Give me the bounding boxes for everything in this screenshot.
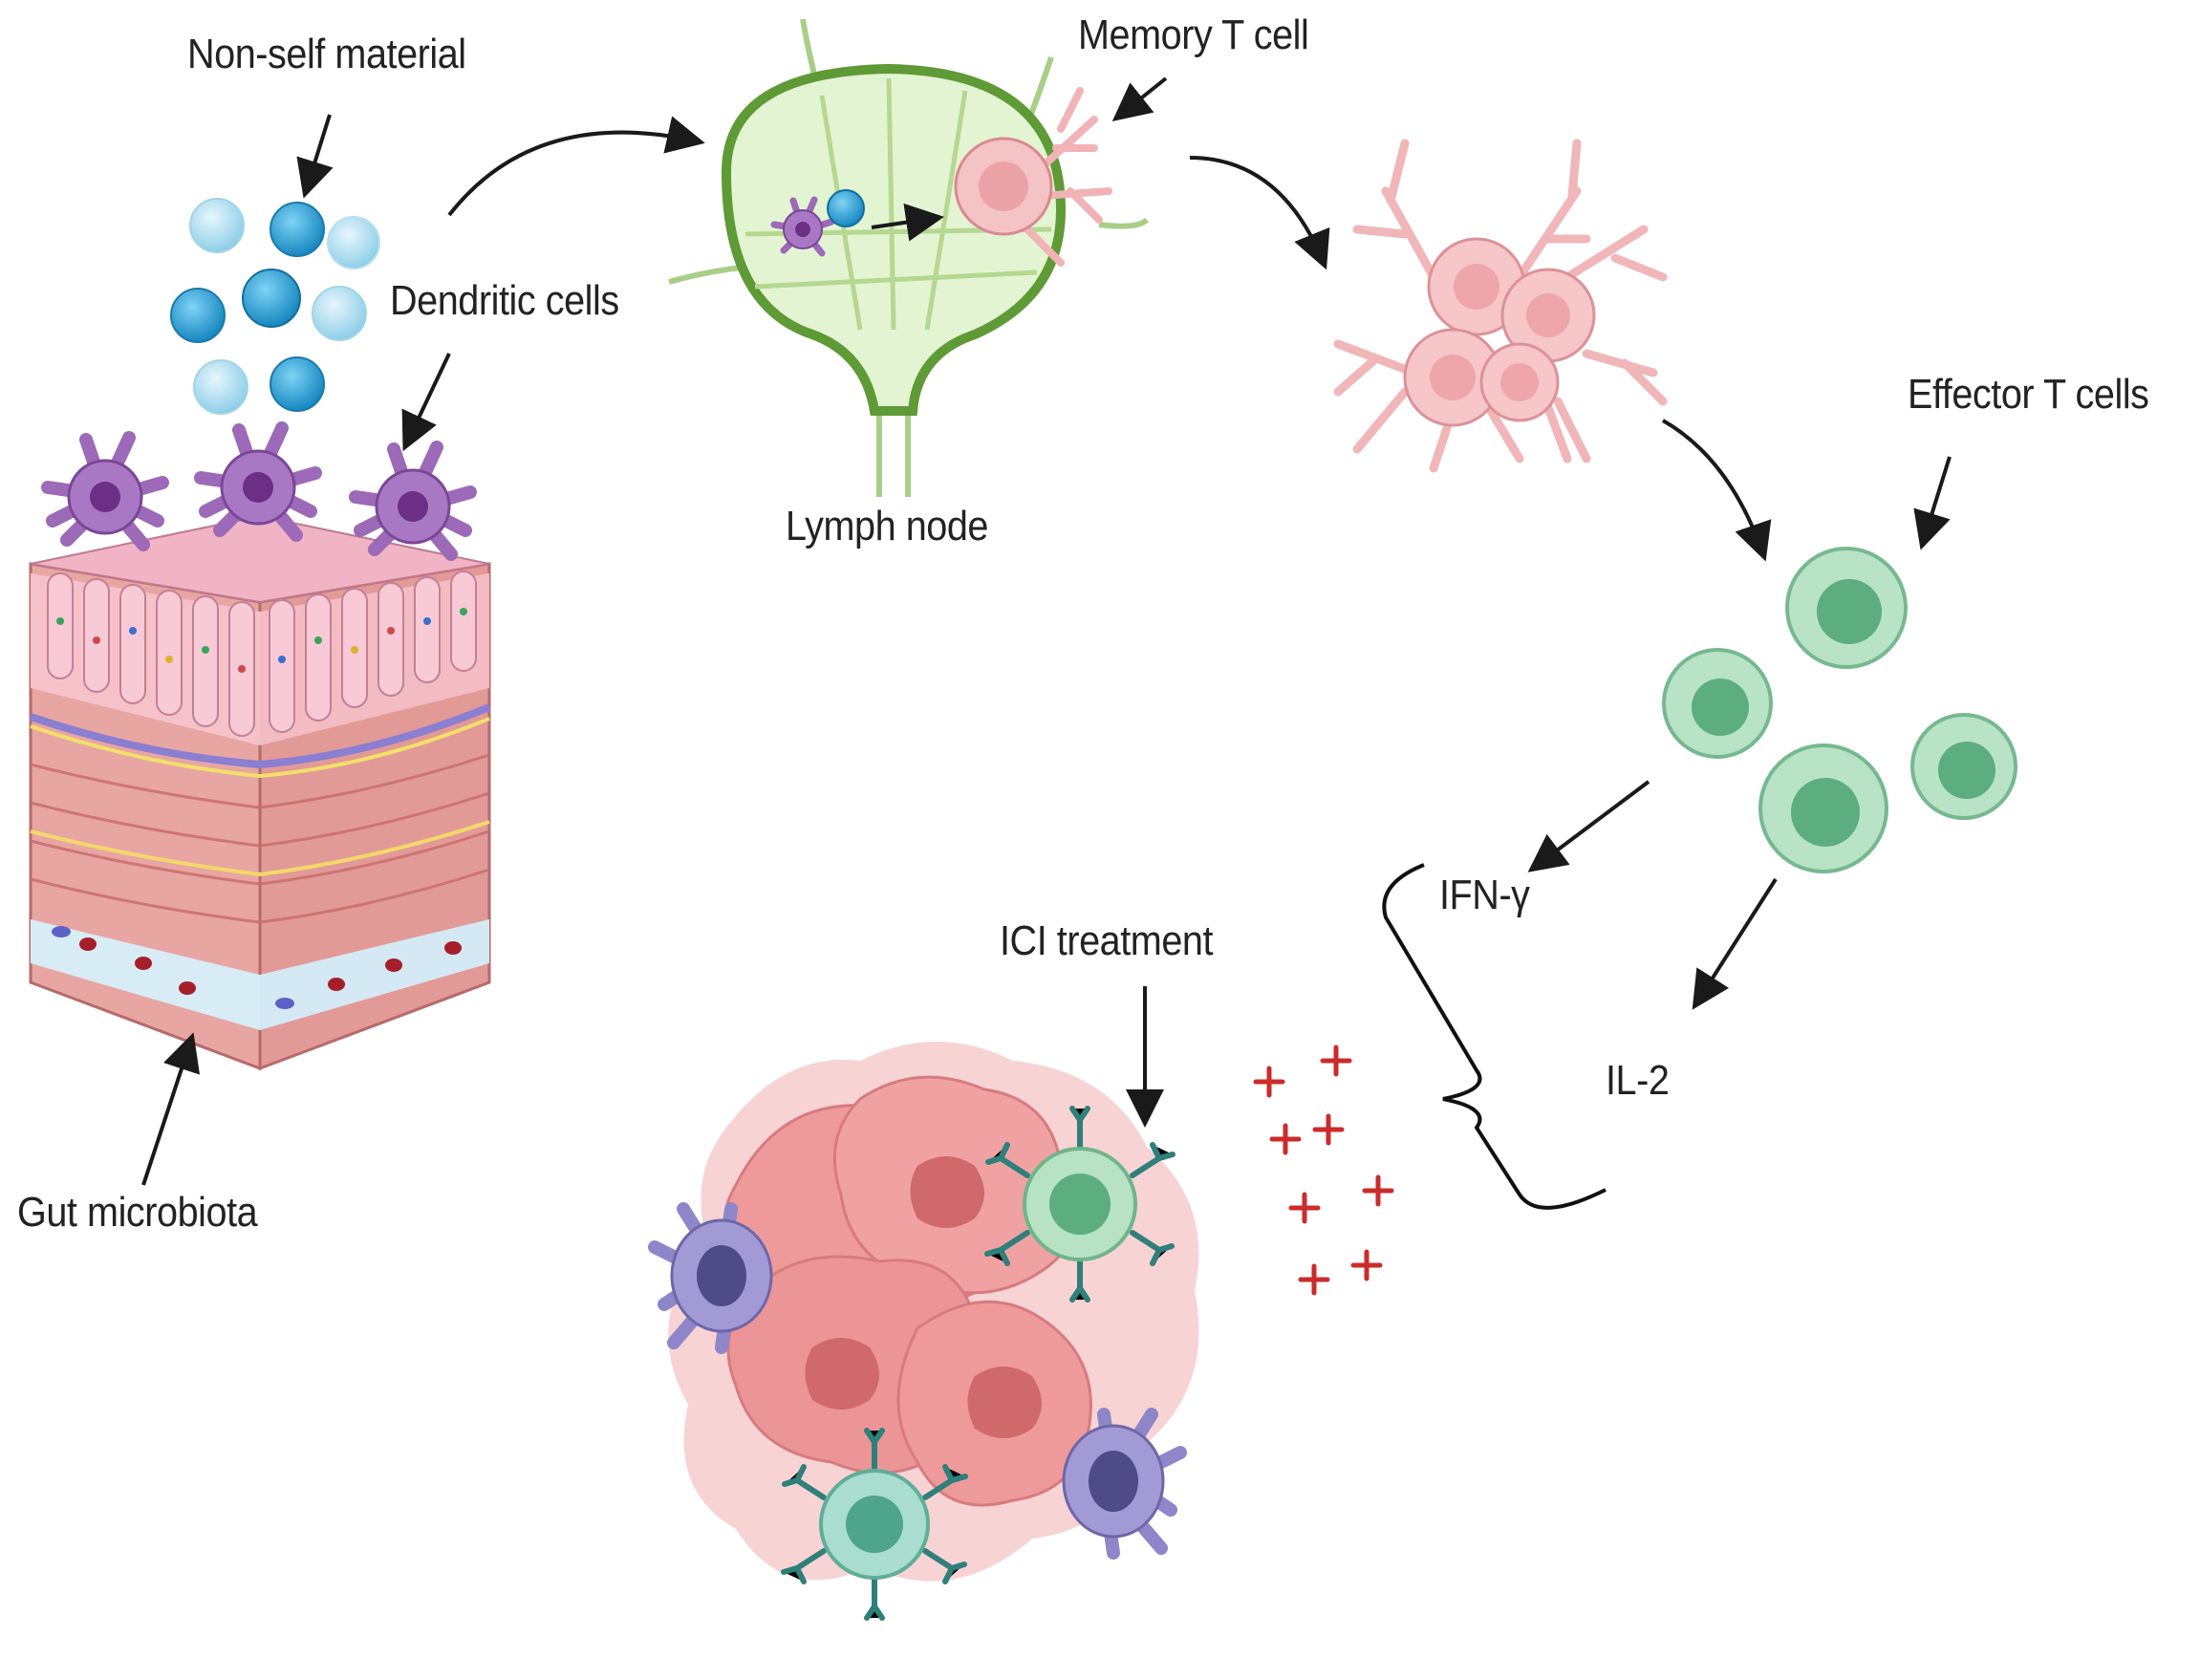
lymph-node bbox=[668, 18, 1150, 497]
antibody-bound-t-cells bbox=[781, 1106, 1175, 1621]
memory-t-cells bbox=[1403, 237, 1596, 427]
arrow-node-to-cluster bbox=[1189, 156, 1330, 270]
label-ici-treatment: ICI treatment bbox=[1000, 917, 1214, 964]
arrow-effector-label bbox=[1913, 456, 1952, 550]
gut-tissue-block bbox=[29, 514, 491, 1071]
arrows bbox=[141, 76, 1952, 1186]
arrow-gut-to-lymph-node bbox=[447, 116, 705, 217]
label-ifn-gamma: IFN-γ bbox=[1439, 872, 1530, 918]
label-gut-microbiota: Gut microbiota bbox=[17, 1189, 258, 1236]
arrow-to-il2 bbox=[1692, 877, 1778, 1010]
arrow-dendritic-label bbox=[401, 353, 451, 452]
arrow-non-self-to-antigens bbox=[296, 114, 334, 199]
arrow-antigen-to-t-cell bbox=[871, 203, 944, 242]
label-il-2: IL-2 bbox=[1606, 1057, 1670, 1104]
arrow-cluster-to-effector bbox=[1662, 419, 1772, 562]
cytokine-brace bbox=[1382, 863, 1607, 1210]
label-non-self-material: Non-self material bbox=[187, 31, 466, 77]
arrow-to-ifn bbox=[1527, 780, 1650, 872]
label-lymph-node: Lymph node bbox=[786, 503, 988, 549]
cytokine-plus-signs bbox=[1253, 1045, 1394, 1296]
arrow-gut-microbiota bbox=[141, 1032, 200, 1186]
tumor-dendritic-cells bbox=[648, 1202, 1187, 1560]
label-memory-t-cell: Memory T cell bbox=[1078, 11, 1309, 58]
label-dendritic-cells: Dendritic cells bbox=[390, 277, 619, 324]
label-effector-t-cells: Effector T cells bbox=[1908, 371, 2149, 418]
arrow-memory-label bbox=[1111, 76, 1168, 121]
gut-dendritic-cells bbox=[41, 421, 477, 561]
effector-t-cells bbox=[1662, 547, 2017, 873]
antigen-particles bbox=[170, 198, 380, 415]
